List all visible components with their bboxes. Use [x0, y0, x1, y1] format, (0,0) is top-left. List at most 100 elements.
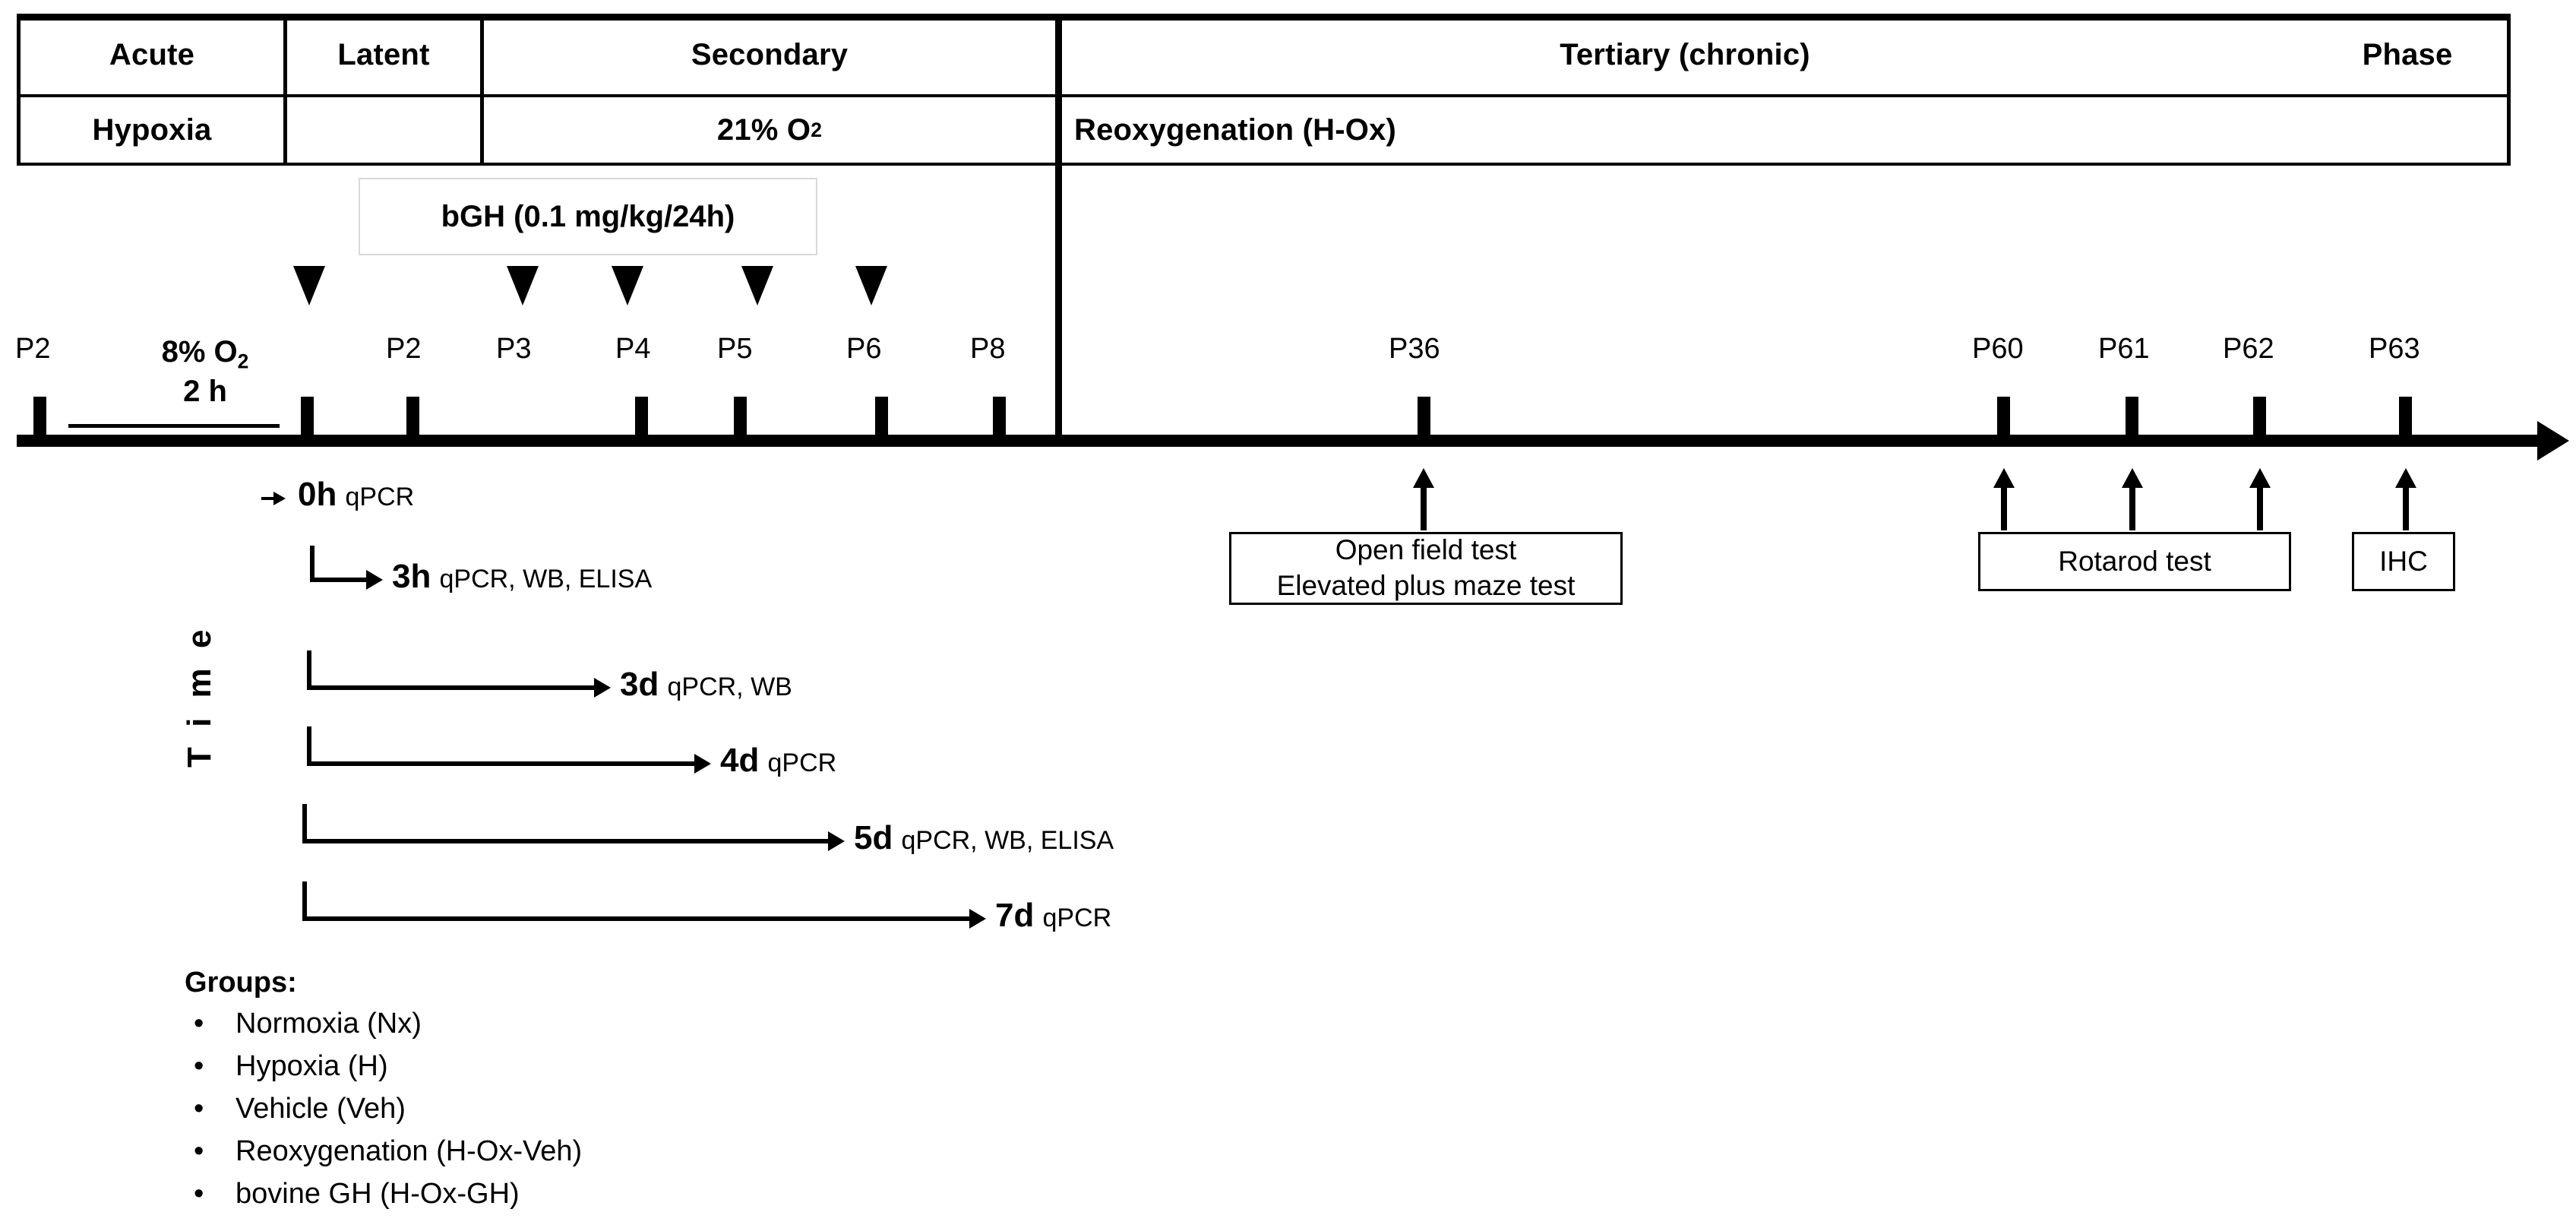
sampling-methods-3h: qPCR, WB, ELISA	[439, 565, 653, 593]
injection-arrowhead-2	[507, 266, 539, 305]
groups-item-vehicle: Vehicle (Veh)	[235, 1093, 406, 1125]
table-rule-2	[17, 163, 2511, 166]
callout-arrow-head-p61	[2122, 468, 2143, 488]
timeline-label-p61: P61	[2098, 333, 2150, 365]
sampling-label-0h: 0h qPCR	[298, 476, 414, 514]
rotarod-box: Rotarod test	[1978, 532, 2291, 591]
sampling-label-4d: 4d qPCR	[720, 742, 836, 780]
phase-name-secondary: Secondary	[691, 37, 849, 71]
sampling-time-3d: 3d	[620, 666, 659, 703]
injection-arrowhead-4	[741, 266, 773, 305]
timeline-label-p6: P6	[846, 333, 882, 365]
sampling-time-4d: 4d	[720, 742, 760, 779]
timeline-tick-p8	[993, 397, 1006, 436]
groups-bullet-5: •	[194, 1178, 204, 1210]
callout-arrow-stem-p62	[2257, 486, 2263, 530]
timeline-label-p63: P63	[2369, 333, 2420, 365]
injection-arrowhead-1	[293, 266, 325, 305]
sampling-arrowhead-4d	[694, 754, 711, 774]
sampling-methods-3d: qPCR, WB	[667, 673, 792, 701]
table-rule-1	[17, 94, 2511, 97]
sampling-elbow-vertical-3h	[310, 546, 314, 582]
timeline-tick-p2-start	[33, 397, 46, 436]
groups-item-reoxygenation: Reoxygenation (H-Ox-Veh)	[235, 1135, 583, 1167]
timeline-tick-p2-end	[301, 397, 314, 436]
sampling-arrowhead-0h	[273, 492, 286, 505]
phase-name-tertiary: Tertiary (chronic)	[1560, 37, 1810, 71]
open-field-line-2: Elevated plus maze test	[1276, 570, 1576, 601]
sampling-label-3d: 3d qPCR, WB	[620, 666, 792, 704]
sampling-arrowhead-3h	[366, 570, 383, 590]
groups-item-bovine-gh: bovine GH (H-Ox-GH)	[235, 1178, 520, 1210]
hypoxia-gas-line1: 8% O	[161, 335, 238, 369]
callout-arrow-head-openfield	[1413, 468, 1434, 488]
groups-item-hypoxia: Hypoxia (H)	[235, 1050, 388, 1082]
timeline-label-p36: P36	[1389, 333, 1440, 365]
timeline-label-p3: P3	[496, 333, 532, 365]
phase-row-label: Phase	[2362, 37, 2453, 71]
sampling-methods-5d: qPCR, WB, ELISA	[901, 826, 1114, 855]
timeline-label-p2-end: P2	[386, 333, 422, 365]
sampling-elbow-vertical-5d	[302, 804, 307, 843]
bgh-treatment-label: bGH (0.1 mg/kg/24h)	[441, 199, 735, 233]
timeline-tick-p62	[2253, 397, 2266, 436]
hypoxia-duration: 2 h	[183, 374, 227, 408]
timeline-label-p8: P8	[970, 333, 1006, 365]
timeline-tick-p36	[1418, 397, 1430, 436]
condition-secondary-subscript: 2	[811, 118, 823, 141]
timeline-label-p62: P62	[2223, 333, 2274, 365]
condition-acute: Hypoxia	[92, 112, 212, 147]
groups-title: Groups:	[185, 967, 297, 999]
timeline-tick-p6	[875, 397, 888, 436]
callout-arrow-stem-p60	[2001, 486, 2007, 530]
callout-arrow-head-p60	[1993, 468, 2015, 488]
table-divider-latent-secondary	[480, 14, 484, 166]
timeline-tick-p5	[734, 397, 747, 436]
timeline-label-p4: P4	[615, 333, 651, 365]
sampling-elbow-horizontal-3h	[310, 578, 368, 582]
sampling-time-3h: 3h	[392, 558, 431, 595]
timeline-tick-p60	[1997, 397, 2010, 436]
sampling-time-7d: 7d	[995, 897, 1035, 934]
sampling-label-3h: 3h qPCR, WB, ELISA	[392, 558, 652, 596]
rotarod-line-1: Rotarod test	[2058, 545, 2211, 577]
timeline-axis	[17, 435, 2539, 447]
sampling-label-7d: 7d qPCR	[995, 897, 1111, 935]
callout-arrow-head-p63	[2395, 468, 2416, 488]
sampling-time-5d: 5d	[854, 819, 893, 856]
condition-secondary-text: 21% O	[716, 112, 811, 147]
callout-arrow-stem-p61	[2129, 486, 2135, 530]
sampling-methods-0h: qPCR	[345, 483, 415, 511]
sampling-arrowhead-7d	[969, 909, 986, 929]
injection-arrowhead-5	[855, 266, 887, 305]
timeline-tick-p63	[2399, 397, 2412, 436]
sampling-elbow-horizontal-4d	[307, 761, 696, 766]
phase-name-latent: Latent	[337, 37, 430, 71]
sampling-elbow-vertical-3d	[307, 650, 311, 690]
table-divider-secondary-tertiary	[1055, 14, 1062, 439]
sampling-methods-4d: qPCR	[767, 749, 837, 777]
sampling-arrowhead-5d	[828, 831, 845, 851]
callout-arrow-head-p62	[2249, 468, 2271, 488]
hypoxia-gas-label: 8% O2 2 h	[106, 334, 304, 410]
phase-name-acute: Acute	[109, 37, 195, 71]
callout-arrow-stem-p63	[2403, 486, 2409, 530]
hypoxia-gas-subscript: 2	[237, 350, 249, 373]
timeline-tick-p3	[406, 397, 419, 436]
open-field-box: Open field test Elevated plus maze test	[1229, 532, 1623, 605]
callout-arrow-stem-openfield	[1421, 486, 1427, 530]
hypoxia-duration-underline	[68, 424, 280, 428]
injection-arrowhead-3	[612, 266, 643, 305]
timeline-label-p5: P5	[717, 333, 753, 365]
sampling-connector-0h	[261, 497, 275, 500]
sampling-time-0h: 0h	[298, 476, 337, 513]
sampling-elbow-vertical-7d	[302, 881, 307, 921]
sampling-elbow-horizontal-5d	[302, 839, 830, 843]
timeline-tick-p61	[2126, 397, 2138, 436]
table-divider-acute-latent	[283, 14, 287, 166]
table-right-border	[2507, 14, 2511, 166]
timeline-label-p60: P60	[1972, 333, 2024, 365]
sampling-label-5d: 5d qPCR, WB, ELISA	[854, 819, 1114, 857]
